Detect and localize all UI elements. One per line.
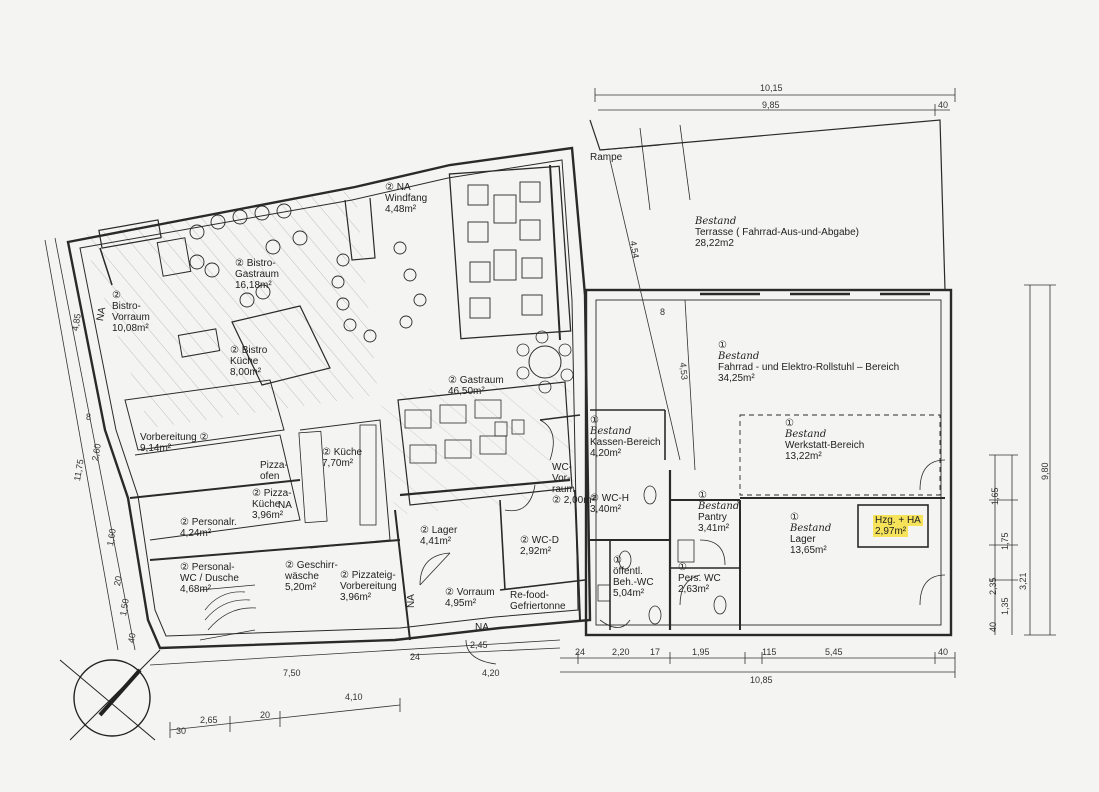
room-pizzateig: ② Pizzateig- Vorbereitung 3,96m² [340,570,397,603]
room-hzg: Hzg. + HA 2,97m² [873,515,923,537]
na-label: NA [406,594,417,608]
dim-left-30: 30 [176,726,187,736]
room-bistro-kueche: ② Bistro Küche 8,00m² [230,345,268,378]
room-kassen-bereich: ① Bestand Kassen-Bereich 4,20m² [590,415,661,459]
dim-bottom-220: 2,20 [612,647,630,657]
room-refood: Re-food- Gefriertonne [510,590,566,612]
dim-bottom-545: 5,45 [825,647,843,657]
room-mark: ② NA [385,182,411,193]
dim-top-inner: 9,85 [762,100,780,110]
dim-right-321: 3,21 [1018,572,1028,590]
room-pantry: ① Bestand Pantry 3,41m² [698,490,740,534]
room-vorbereitung: Vorbereitung ② 9,14m² [140,432,209,454]
dim-mid-8: 8 [660,307,666,317]
room-geschirrwaesche: ② Geschirr- wäsche 5,20m² [285,560,338,593]
dim-left-410: 4,10 [345,692,363,702]
dimension-lines [44,88,1056,738]
dim-right-165: 1,65 [990,487,1000,505]
dim-bottom-420: 4,20 [482,668,500,678]
room-gastraum: ② Gastraum 46,50m² [448,375,504,397]
dim-bottom-195: 1,95 [692,647,710,657]
dim-bottom-24: 24 [410,652,421,662]
room-lager-right: ① Bestand Lager 13,65m² [790,512,832,556]
room-terrasse: Bestand Terrasse ( Fahrrad-Aus-und-Abgab… [695,216,859,249]
right-wing [584,119,953,637]
dim-right-175: 1,75 [1000,532,1010,550]
dim-left-750: 7,50 [283,668,301,678]
room-fahrrad-bereich: ① Bestand Fahrrad - und Elektro-Rollstuh… [718,340,900,384]
dim-bottom-115: 115 [762,647,777,657]
room-windfang: ② NA Windfang 4,48m² [385,182,428,215]
room-kueche: ② Küche 7,70m² [322,447,363,469]
dim-mid-453: 4,53 [678,362,690,381]
dim-side-8: 8 [86,412,92,422]
room-wc-d: ② WC-D 2,92m² [520,535,559,557]
na-label: NA [278,500,292,511]
left-wing [66,146,631,665]
room-personalraum: ② Personalr. 4,24m² [180,517,237,539]
dim-top-right: 40 [938,100,949,110]
dim-top-total: 10,15 [760,83,783,93]
dim-bottom-245: 2,45 [470,640,488,650]
room-wc-vorraum: WC- Vor- raum ② 2,00m² [552,462,595,506]
rampe-label: Rampe [590,152,623,163]
dim-right-40: 40 [988,621,998,632]
dim-right-235: 2,35 [988,577,998,595]
room-pizza-kueche: ② Pizza- Küche 3,96m² [252,488,292,521]
north-arrow [59,649,161,741]
dim-bottom-40: 40 [938,647,949,657]
room-pizzaofen: Pizza- ofen [260,460,288,482]
dim-left-265: 2,65 [200,715,218,725]
room-werkstatt: ① Bestand Werkstatt-Bereich 13,22m² [785,418,865,462]
room-bistro-gastraum: ② Bistro- Gastraum 16,18m² [235,258,279,291]
room-vorraum: ② Vorraum 4,95m² [445,587,495,609]
room-lager-left: ② Lager 4,41m² [420,525,458,547]
dim-bottom-total: 10,85 [750,675,773,685]
dim-right-135: 1,35 [1000,597,1010,615]
room-pers-wc: ① Pers. WC 2,63m² [678,562,721,595]
dim-side-20: 20 [112,575,124,587]
na-label: NA [475,622,489,633]
dim-side-40: 40 [126,632,138,644]
room-oeffentl-wc: ① öffentl. Beh.-WC 5,04m² [613,555,654,599]
room-personal-wc: ② Personal- WC / Dusche 4,68m² [180,562,239,595]
room-bistro-vorraum: ② Bistro- Vorraum 10,08m² [112,290,150,334]
dim-bottom-17: 17 [650,647,661,657]
dim-bottom-24: 24 [575,647,586,657]
dim-left-20: 20 [260,710,271,720]
room-wc-h: ② WC-H 3,40m² [590,493,629,515]
left-wing-outer-wall [66,146,592,650]
dim-right-980: 9,80 [1040,462,1050,480]
